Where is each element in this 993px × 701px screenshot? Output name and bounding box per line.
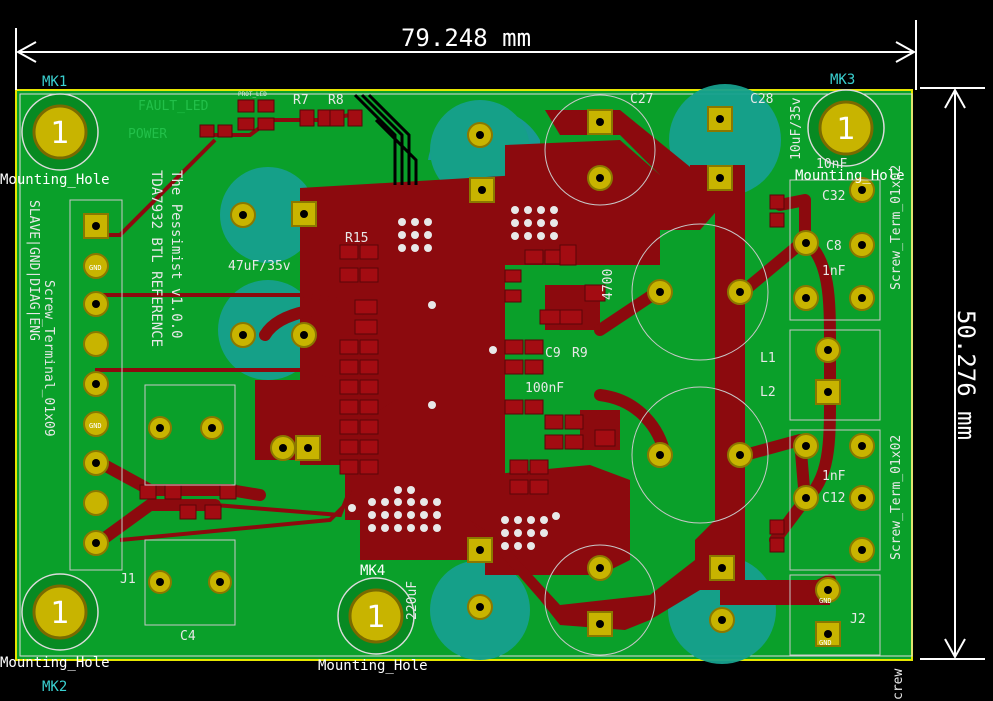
conn-right-top-label: Screw_Term_01x02 xyxy=(889,165,904,290)
c28-label: C28 xyxy=(750,92,773,107)
val-47uf-label: 47uF/35v xyxy=(228,259,291,274)
mounting-hole-label-mk3: Mounting_Hole xyxy=(795,168,905,184)
l1-label: L1 xyxy=(760,351,776,366)
mounting-hole-label-bl: Mounting_Hole xyxy=(0,655,110,671)
mounting-hole-label-tl: Mounting_Hole xyxy=(0,172,110,188)
mk3-pad-number: 1 xyxy=(836,112,855,147)
prot-led-label: PROT_LED xyxy=(238,91,267,98)
mk1-pad-number: 1 xyxy=(50,116,69,151)
val-10uf-label: 10uF/35v xyxy=(789,97,804,160)
mk2-label: MK2 xyxy=(42,679,67,695)
board-title-1: The Pessimist v1.0.0 xyxy=(168,170,184,339)
conn-right-bot-label: Screw_Term_01x02 xyxy=(889,435,904,560)
r9-label: R9 xyxy=(572,346,588,361)
gnd-label-1: GND xyxy=(89,264,102,272)
val-1nf-bot: 1nF xyxy=(822,469,846,484)
mk2-pad-number: 1 xyxy=(50,596,69,631)
mk3-label: MK3 xyxy=(830,72,855,88)
width-dimension-label: 79.248 mm xyxy=(401,24,531,52)
c9-label: C9 xyxy=(545,346,561,361)
black-traces xyxy=(353,93,418,185)
fault-led-label: FAULT_LED xyxy=(138,99,209,114)
mk4-label: MK4 xyxy=(360,563,385,579)
mk1-label: MK1 xyxy=(42,74,67,90)
board-title-2: TDA7932 BTL REFERENCE xyxy=(148,170,164,347)
val-4700-label: 4700 xyxy=(601,269,616,300)
via-grid xyxy=(348,206,560,550)
conn-left-label: Screw_Terminal_01x09 xyxy=(41,280,56,437)
j2-label: J2 xyxy=(850,612,866,627)
val-220uf-label: 220uF xyxy=(405,581,420,620)
val-1nf-top: 1nF xyxy=(822,264,846,279)
c100nf-label: 100nF xyxy=(525,381,564,396)
j1-label: J1 xyxy=(120,572,136,587)
mounting-hole-mk3 xyxy=(807,89,885,167)
height-dimension xyxy=(920,87,985,660)
r7-label: R7 xyxy=(293,93,309,108)
pad-holes xyxy=(92,115,866,638)
c27-label: C27 xyxy=(630,92,653,107)
height-dimension-label: 50.276 mm xyxy=(952,310,980,440)
mounting-hole-mk4 xyxy=(337,577,415,655)
mk4-pad-number: 1 xyxy=(366,600,385,635)
mounting-hole-mk1 xyxy=(21,93,99,171)
fab-outlines xyxy=(69,94,881,656)
c12-label: C12 xyxy=(822,491,845,506)
c32-label: C32 xyxy=(822,189,845,204)
mounting-hole-mk2 xyxy=(21,573,99,651)
gnd-label-3: GND xyxy=(819,639,832,647)
l2-label: L2 xyxy=(760,385,776,400)
power-label: POWER xyxy=(128,127,167,142)
r8-label: R8 xyxy=(328,93,344,108)
smd-pads xyxy=(139,99,785,553)
slave-label: SLAVE|GND|DIAG|ENG xyxy=(26,200,41,341)
gnd-label-4: GND xyxy=(819,597,832,605)
crew-label: crew xyxy=(891,669,906,700)
c8-label: C8 xyxy=(826,239,842,254)
c4-label: C4 xyxy=(180,629,196,644)
r15-label: R15 xyxy=(345,231,368,246)
val-10nf-top: 10nF xyxy=(816,157,847,172)
mounting-hole-label-mk4: Mounting_Hole xyxy=(318,658,428,674)
width-dimension xyxy=(15,20,917,90)
gnd-label-2: GND xyxy=(89,422,102,430)
